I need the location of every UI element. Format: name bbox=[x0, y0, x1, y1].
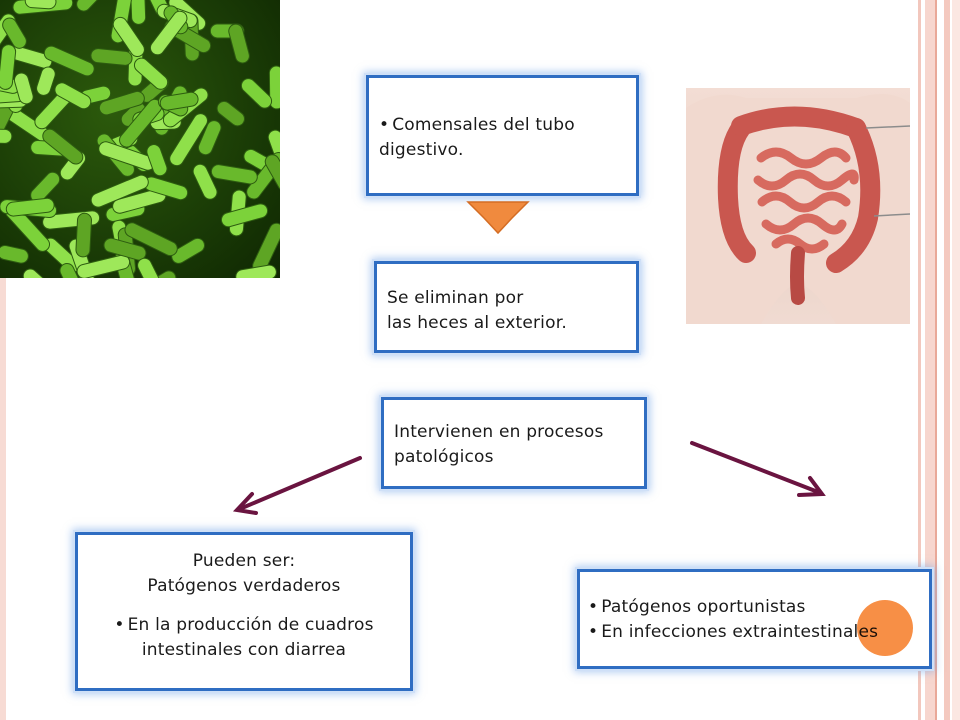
bacterium-rod bbox=[98, 90, 145, 116]
bacterium-rod bbox=[0, 44, 17, 90]
bacterium-rod bbox=[146, 144, 168, 177]
commensal-item: Comensales del tubo digestivo. bbox=[379, 113, 628, 163]
bacterium-rod bbox=[264, 154, 280, 192]
bacterium-rod bbox=[90, 48, 133, 66]
bacterium-rod bbox=[24, 0, 57, 10]
bacterium-rod bbox=[42, 128, 84, 165]
down-arrow-icon bbox=[466, 201, 530, 235]
bacterium-rod bbox=[130, 0, 147, 25]
pathologic-line-2: patológicos bbox=[394, 447, 494, 467]
bacterium-rod bbox=[22, 268, 60, 278]
bacterium-rod bbox=[197, 120, 222, 156]
bacterium-rod bbox=[268, 65, 280, 110]
edge-stripe bbox=[935, 0, 937, 720]
bacterium-rod bbox=[220, 203, 269, 228]
opportunistic-item-2: En infecciones extraintestinales bbox=[588, 620, 925, 645]
intestine-illustration bbox=[686, 94, 910, 324]
commensal-box: Comensales del tubo digestivo. bbox=[366, 75, 639, 196]
bacterium-rod bbox=[210, 164, 258, 185]
bacterium-rod bbox=[169, 113, 208, 167]
edge-stripe bbox=[944, 0, 950, 720]
diagonal-arrow-right-icon bbox=[690, 441, 826, 497]
elimination-line-1: Se eliminan por bbox=[387, 288, 524, 308]
bacterium-rod bbox=[5, 197, 55, 217]
bacterium-rod bbox=[240, 78, 273, 109]
bacterium-rod bbox=[54, 82, 92, 110]
bacterium-rod bbox=[75, 212, 92, 258]
edge-stripe bbox=[918, 0, 921, 720]
bacterium-rod bbox=[216, 100, 245, 127]
bacterium-rod bbox=[103, 237, 147, 261]
pathologic-line-1: Intervienen en procesos bbox=[394, 422, 604, 442]
bacterium-rod bbox=[192, 163, 218, 200]
bacterium-rod bbox=[267, 129, 280, 159]
edge-stripe bbox=[925, 0, 935, 720]
left-edge-stripe bbox=[0, 278, 6, 720]
bacterium-rod bbox=[171, 237, 205, 264]
bacterium-rod bbox=[130, 270, 177, 278]
bacterium-rod bbox=[0, 128, 13, 144]
bacterium-rod bbox=[159, 91, 199, 111]
bacterium-rod bbox=[43, 45, 95, 77]
elimination-box: Se eliminan por las heces al exterior. bbox=[374, 261, 639, 353]
bacterium-rod bbox=[2, 17, 27, 49]
true-pathogens-item: En la producción de cuadros intestinales… bbox=[86, 613, 402, 663]
bacterium-rod bbox=[76, 0, 103, 12]
bacterium-rod bbox=[133, 57, 169, 90]
true-pathogens-box: Pueden ser: Patógenos verdaderos En la p… bbox=[75, 532, 413, 691]
bacterium-rod bbox=[112, 16, 145, 58]
diagonal-arrow-left-icon bbox=[232, 456, 362, 515]
bacterium-rod bbox=[59, 262, 81, 278]
orange-circle-marker bbox=[857, 600, 913, 656]
bacteria-image bbox=[0, 0, 280, 278]
bacteria-illustration bbox=[0, 0, 280, 278]
bacterium-rod bbox=[76, 254, 131, 278]
true-pathogens-line-2: Patógenos verdaderos bbox=[147, 576, 341, 596]
edge-stripe bbox=[952, 0, 960, 720]
bacterium-rod bbox=[0, 245, 29, 264]
bacterium-rod bbox=[228, 23, 250, 64]
bacterium-rod bbox=[235, 264, 277, 278]
pathologic-box: Intervienen en procesos patológicos bbox=[381, 397, 647, 489]
true-pathogens-line-1: Pueden ser: bbox=[192, 551, 296, 571]
bacterium-rod bbox=[124, 222, 178, 257]
bacterium-rod bbox=[36, 66, 56, 96]
bacterium-rod bbox=[149, 10, 188, 56]
elimination-line-2: las heces al exterior. bbox=[387, 313, 567, 333]
bacterium-rod bbox=[13, 72, 34, 105]
bacterium-rod bbox=[137, 257, 160, 278]
bacterium-rod bbox=[90, 174, 149, 208]
intestine-image bbox=[686, 88, 910, 324]
opportunistic-item-1: Patógenos oportunistas bbox=[588, 595, 925, 620]
